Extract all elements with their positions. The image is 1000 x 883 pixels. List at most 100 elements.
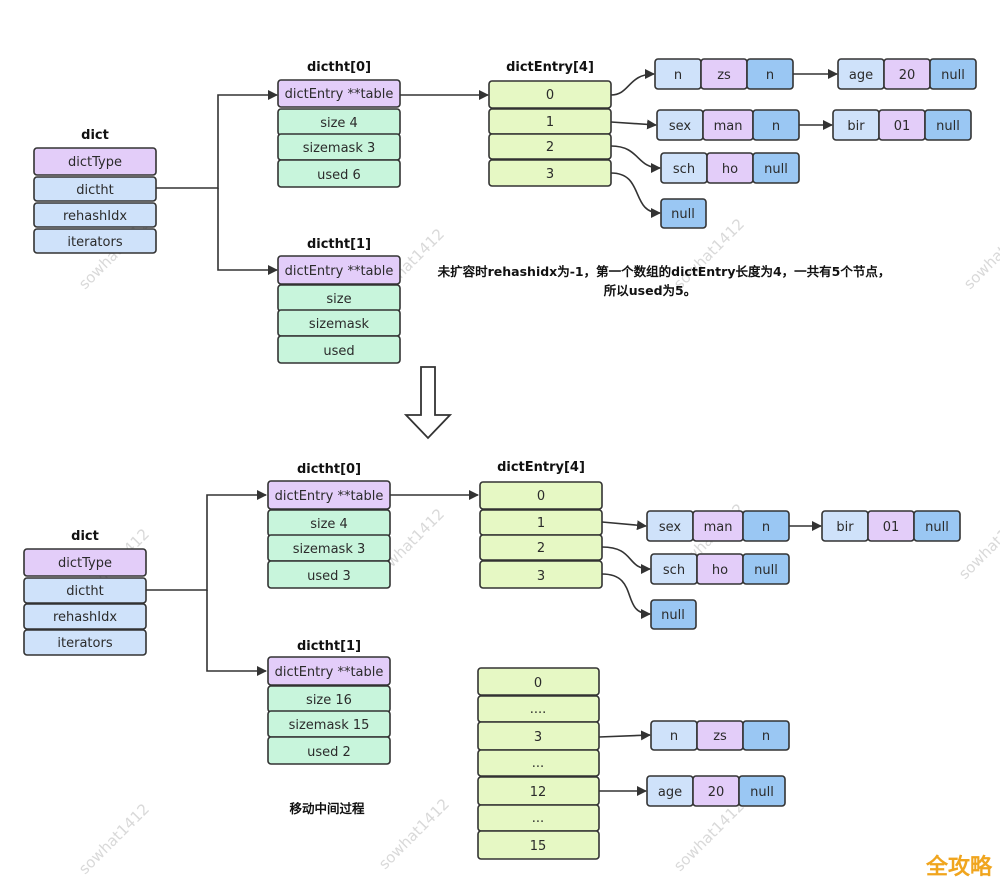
dict-field-box <box>23 629 147 656</box>
dict-field-box <box>33 228 157 254</box>
ht1-field-box <box>267 656 391 686</box>
node-text: sex <box>659 520 682 535</box>
ht0-field: dictEntry **table <box>285 87 394 102</box>
dict-field-box <box>33 176 157 202</box>
ht0-field: sizemask 3 <box>303 141 376 156</box>
dict-title: dict <box>71 529 99 544</box>
dict-field: dictType <box>68 155 122 170</box>
entry-title: dictEntry[4] <box>506 60 594 75</box>
connector-arrow <box>610 69 655 96</box>
entry16-slot-box <box>477 830 600 860</box>
entry-slot: 2 <box>546 140 554 155</box>
node-text: age <box>849 68 873 83</box>
ht1-field: used <box>323 344 354 359</box>
entry-slot: 0 <box>537 489 545 504</box>
entry16-slot: ... <box>532 811 544 826</box>
ht1-field-box <box>277 335 401 364</box>
watermark: sowhat1412 <box>960 215 1000 293</box>
dict-field-box <box>23 603 147 630</box>
node-text: sex <box>669 119 692 134</box>
node-cell <box>650 599 697 630</box>
dict-field: rehashIdx <box>53 610 117 625</box>
entry16-slot: 0 <box>534 676 542 691</box>
node-text: n <box>772 119 780 134</box>
ht0-field: used 3 <box>307 569 351 584</box>
entry16-slot-box <box>477 749 600 777</box>
dict-field-box <box>33 147 157 176</box>
entry16-slot: .... <box>530 702 547 717</box>
node-cell <box>742 720 790 751</box>
entry16-slot: 15 <box>530 839 547 854</box>
node-text: n <box>674 68 682 83</box>
entry-slot: 0 <box>546 88 554 103</box>
node-text: 01 <box>883 520 900 535</box>
node-cell <box>913 510 961 542</box>
node-text: zs <box>713 729 727 744</box>
connector-arrow <box>206 590 267 676</box>
entry-slot: 1 <box>546 115 554 130</box>
ht0-field: dictEntry **table <box>275 489 384 504</box>
caption-text: 移动中间过程 <box>289 801 365 816</box>
node-text: zs <box>717 68 731 83</box>
note-text: 所以used为5。 <box>604 283 696 298</box>
node-cell <box>660 198 707 229</box>
ht0-field: used 6 <box>317 168 361 183</box>
ht0-field-box <box>277 159 401 188</box>
dict-field: iterators <box>57 636 112 651</box>
ht1-field: size <box>326 292 351 307</box>
note-text: 未扩容时rehashidx为-1，第一个数组的dictEntry长度为4，一共有… <box>437 264 891 279</box>
connector-arrow <box>217 188 278 275</box>
brand-logo: 全攻略 <box>925 854 993 880</box>
node-text: ho <box>712 563 728 578</box>
node-text: 20 <box>708 785 725 800</box>
connector-arrow <box>156 90 278 189</box>
ht0-field-box <box>267 560 391 589</box>
ht0-field: size 4 <box>320 116 358 131</box>
node-text: null <box>671 207 695 222</box>
entry-slot: 1 <box>537 516 545 531</box>
node-text: ho <box>722 162 738 177</box>
dict-field: dictht <box>76 183 113 198</box>
transition-arrow-icon <box>403 366 453 440</box>
node-text: null <box>925 520 949 535</box>
ht0-field: size 4 <box>310 517 348 532</box>
ht0-field: sizemask 3 <box>293 542 366 557</box>
ht1-field-box <box>267 736 391 765</box>
dict-field-box <box>33 202 157 228</box>
ht0-title: dictht[0] <box>307 60 371 75</box>
entry-slot: 2 <box>537 541 545 556</box>
connector-arrow <box>598 730 651 741</box>
node-text: null <box>941 68 965 83</box>
node-text: n <box>762 729 770 744</box>
node-text: null <box>754 563 778 578</box>
watermark: sowhat1412 <box>75 800 153 878</box>
node-text: null <box>750 785 774 800</box>
node-text: sch <box>673 162 695 177</box>
connector-arrow <box>610 172 661 218</box>
ht1-title: dictht[1] <box>307 237 371 252</box>
node-text: man <box>704 520 733 535</box>
node-text: age <box>658 785 682 800</box>
ht1-field: used 2 <box>307 745 351 760</box>
ht1-field: sizemask <box>309 317 370 332</box>
dict-field: iterators <box>67 235 122 250</box>
connector-arrow <box>146 490 267 591</box>
node-text: 01 <box>894 119 911 134</box>
node-cell <box>924 109 972 141</box>
node-text: n <box>766 68 774 83</box>
connector-arrow <box>601 573 651 619</box>
top-section: dict dictType dictht rehashIdx iterators… <box>33 58 977 364</box>
ht1-field: dictEntry **table <box>285 264 394 279</box>
dict-field-box <box>23 548 147 577</box>
node-text: n <box>762 520 770 535</box>
ht0-field-box <box>277 79 401 108</box>
dict-field: rehashIdx <box>63 209 127 224</box>
node-cell <box>929 58 977 90</box>
node-text: man <box>714 119 743 134</box>
entry16-slot: 3 <box>534 730 542 745</box>
node-cell <box>752 152 800 184</box>
entry-slot: 3 <box>546 167 554 182</box>
ht1-field: dictEntry **table <box>275 665 384 680</box>
node-text: bir <box>836 520 854 535</box>
